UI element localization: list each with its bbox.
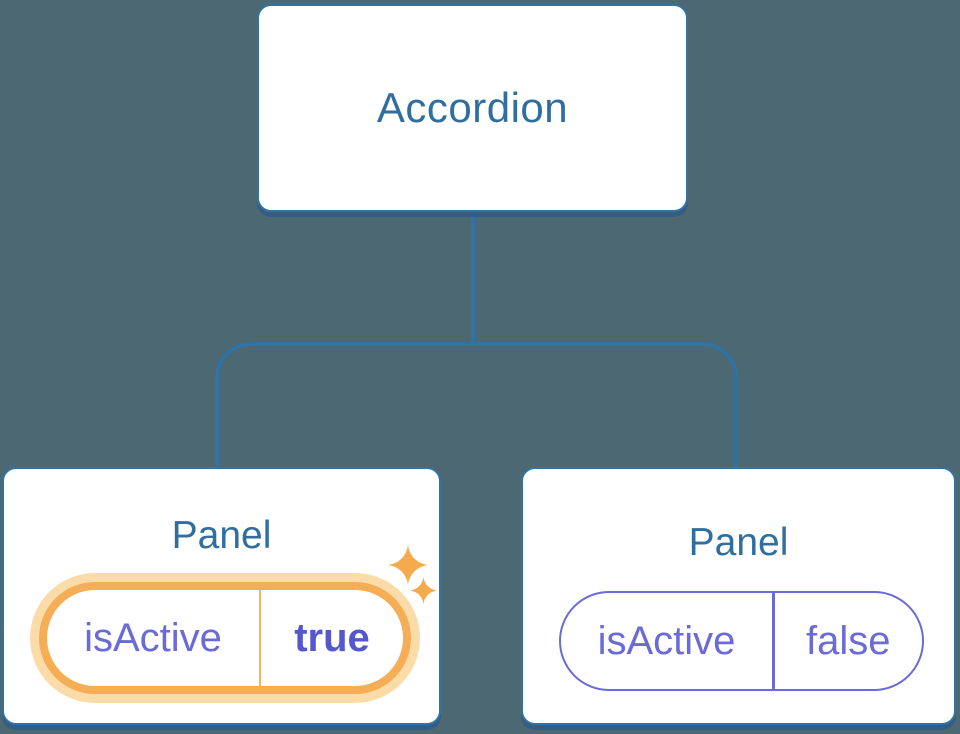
connector-branch-bracket xyxy=(215,342,738,470)
panel-node-active: Panel isActive true xyxy=(2,467,441,725)
prop-value-label: false xyxy=(806,618,891,663)
panel-title: Panel xyxy=(171,514,272,557)
prop-name-label: isActive xyxy=(84,615,222,660)
sparkle-icon-large xyxy=(388,545,428,585)
accordion-node: Accordion xyxy=(257,4,688,212)
prop-value-label: true xyxy=(294,615,370,660)
pill-divider xyxy=(259,590,261,686)
accordion-node-label: Accordion xyxy=(376,84,569,131)
prop-pill-inactive: isActive false xyxy=(559,591,924,691)
pill-divider xyxy=(772,593,775,689)
connector-root-stem xyxy=(471,212,475,346)
sparkle-icon-small xyxy=(410,577,437,604)
prop-name-label: isActive xyxy=(597,618,736,663)
prop-pill-highlight-glow: isActive true xyxy=(30,573,420,703)
panel-node-inactive: Panel isActive false xyxy=(521,467,956,725)
panel-title: Panel xyxy=(688,521,789,564)
prop-pill-active: isActive true xyxy=(39,582,411,694)
